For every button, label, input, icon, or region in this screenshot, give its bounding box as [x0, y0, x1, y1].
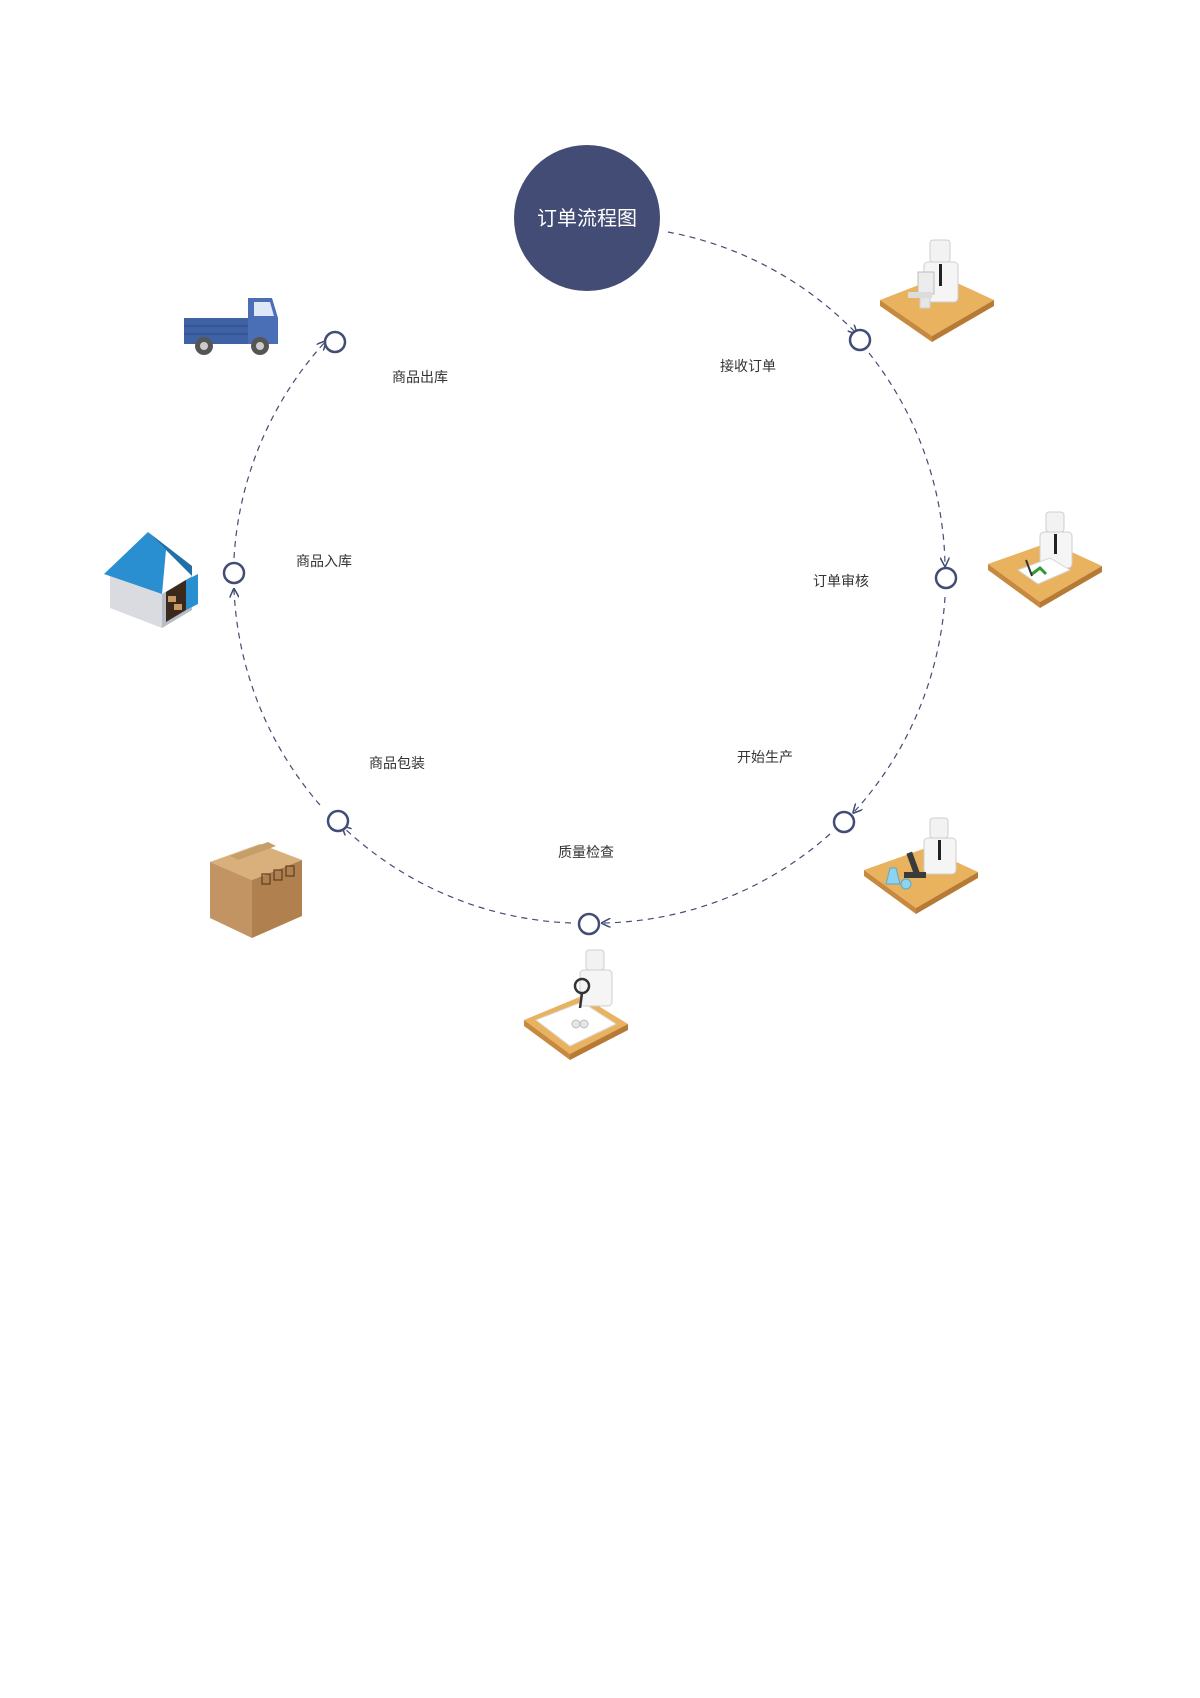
office-worker-computer-icon — [880, 239, 994, 342]
step-node-7 — [323, 330, 347, 354]
flow-arrow-title-to-step1 — [667, 231, 856, 333]
flow-arrow-step6-to-step7 — [233, 342, 325, 559]
step-node-6 — [222, 561, 246, 585]
step-label-6: 商品入库 — [296, 554, 352, 570]
warehouse-icon — [104, 532, 198, 628]
step-node-4 — [577, 912, 601, 936]
flow-arrow-step2-to-step3 — [854, 596, 946, 812]
delivery-truck-icon — [184, 298, 278, 355]
flow-arrow-step4-to-step5 — [343, 827, 572, 924]
reviewer-document-icon — [988, 511, 1102, 608]
step-label-5: 商品包装 — [369, 756, 425, 772]
step-label-2: 订单审核 — [813, 574, 869, 590]
step-node-5 — [326, 809, 350, 833]
step-node-3 — [832, 810, 856, 834]
flow-arrow-step5-to-step6 — [234, 590, 321, 806]
cardboard-box-icon — [210, 842, 302, 938]
flow-arrows — [233, 231, 946, 924]
step-label-4: 质量检查 — [558, 845, 614, 861]
flow-arrow-step3-to-step4 — [603, 833, 831, 923]
diagram-title: 订单流程图 — [537, 206, 637, 230]
step-node-2 — [934, 566, 958, 590]
step-node-1 — [848, 328, 872, 352]
step-label-3: 开始生产 — [737, 750, 793, 766]
step-label-7: 商品出库 — [392, 370, 448, 386]
lab-microscope-icon — [864, 817, 978, 914]
title-bubble: 订单流程图 — [514, 145, 660, 291]
flow-arrow-step1-to-step2 — [868, 352, 945, 565]
inspector-magnifier-icon — [524, 949, 628, 1060]
step-label-1: 接收订单 — [720, 358, 776, 375]
step-nodes — [222, 328, 958, 936]
step-labels: 接收订单 订单审核 开始生产 质量检查 商品包装 商品入库 商品出库 — [296, 358, 869, 861]
title-circle — [514, 145, 660, 291]
